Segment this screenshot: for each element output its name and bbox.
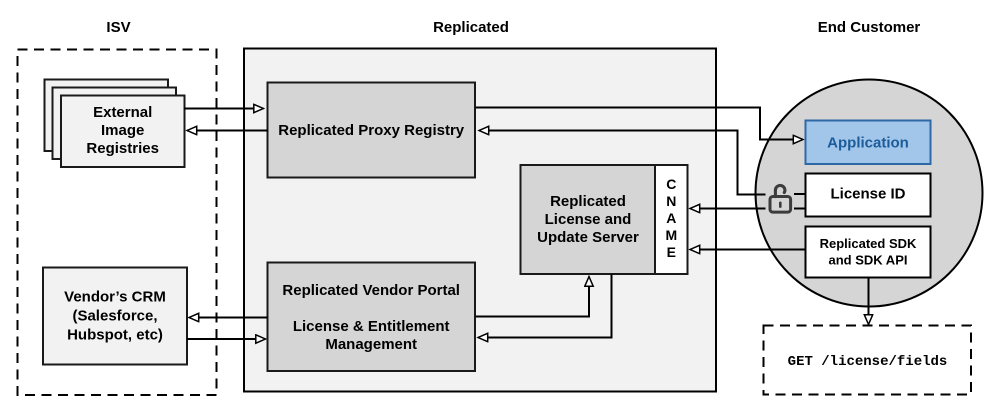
svg-text:A: A: [666, 210, 676, 226]
svg-text:Replicated SDK: Replicated SDK: [820, 236, 917, 251]
svg-text:Replicated Vendor Portal: Replicated Vendor Portal: [282, 282, 460, 299]
svg-text:Vendor’s CRM: Vendor’s CRM: [64, 289, 166, 306]
svg-text:Update Server: Update Server: [537, 229, 639, 246]
svg-text:M: M: [665, 227, 677, 243]
svg-text:Replicated: Replicated: [433, 19, 509, 36]
svg-text:N: N: [666, 193, 676, 209]
svg-text:E: E: [667, 244, 676, 260]
svg-text:and SDK API: and SDK API: [829, 253, 908, 268]
svg-text:Application: Application: [827, 135, 909, 152]
svg-text:(Salesforce,: (Salesforce,: [72, 308, 157, 325]
svg-text:Management: Management: [325, 336, 417, 353]
svg-text:ISV: ISV: [106, 19, 130, 36]
svg-text:License & Entitlement: License & Entitlement: [293, 318, 450, 335]
svg-text:External: External: [93, 104, 152, 121]
svg-text:License and: License and: [545, 211, 632, 228]
svg-text:Replicated Proxy Registry: Replicated Proxy Registry: [278, 122, 465, 139]
svg-text:Hubspot, etc): Hubspot, etc): [67, 327, 163, 344]
svg-text:End Customer: End Customer: [818, 19, 921, 36]
svg-text:License ID: License ID: [830, 186, 905, 203]
svg-text:GET /license/fields: GET /license/fields: [788, 354, 948, 370]
svg-text:C: C: [666, 176, 676, 192]
svg-text:Image: Image: [101, 122, 144, 139]
svg-text:Replicated: Replicated: [550, 193, 626, 210]
svg-text:Registries: Registries: [86, 140, 159, 157]
